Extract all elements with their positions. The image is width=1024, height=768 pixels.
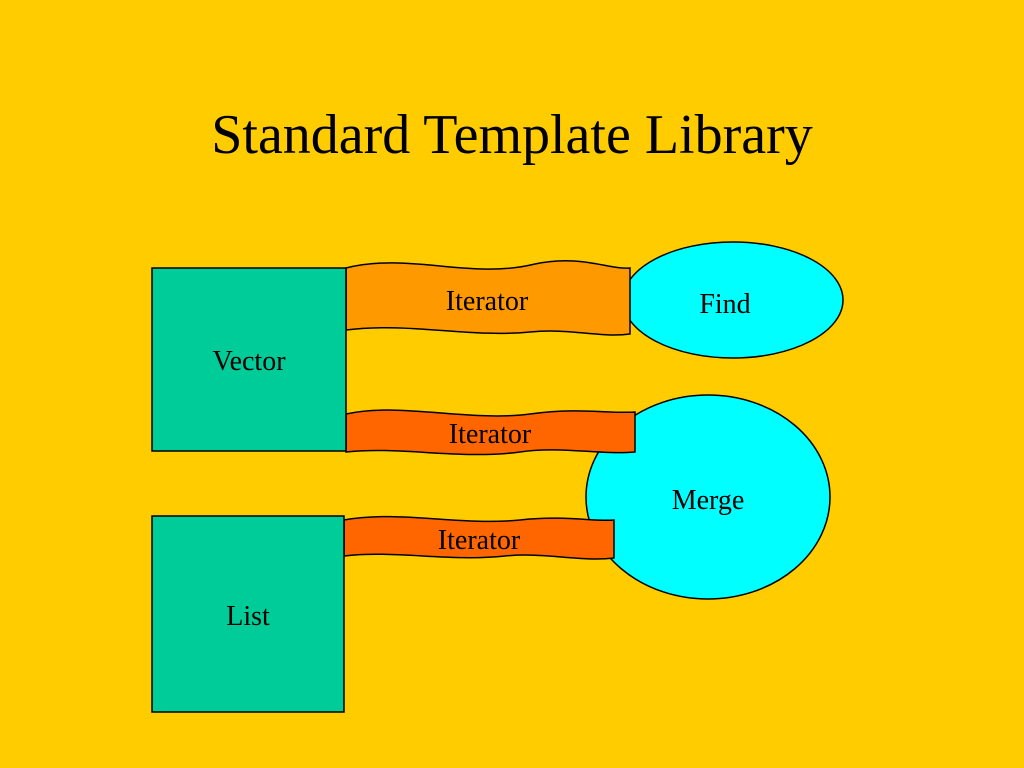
iterator-label-vector-find: Iterator — [446, 286, 529, 317]
merge-label: Merge — [672, 485, 745, 516]
iterator-label-list-merge: Iterator — [438, 525, 521, 556]
iterator-label-vector-merge: Iterator — [449, 419, 532, 450]
vector-box — [151, 267, 347, 452]
slide-title: Standard Template Library — [211, 104, 813, 166]
vector-label: Vector — [212, 346, 286, 377]
iterator-band-list-merge — [343, 515, 615, 560]
list-label: List — [226, 601, 270, 632]
list-box — [151, 515, 345, 713]
find-label: Find — [699, 289, 750, 320]
iterator-band-vector-find — [345, 259, 631, 336]
iterator-band-vector-merge — [345, 409, 636, 456]
merge-ellipse — [585, 394, 831, 600]
